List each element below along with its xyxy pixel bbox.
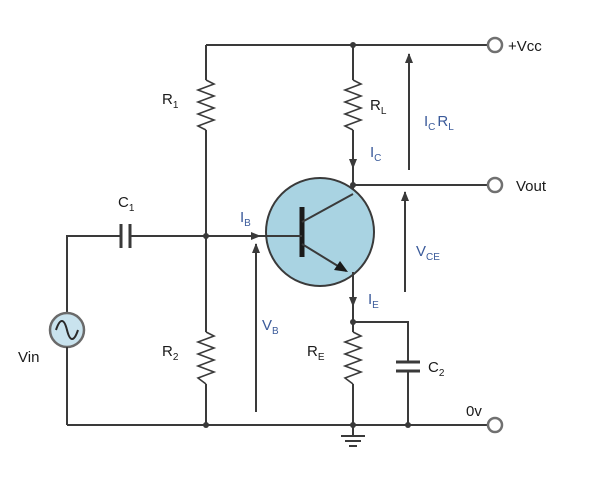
vin-label: Vin: [18, 349, 39, 366]
collector-junction: [350, 182, 356, 188]
re-label: RE: [307, 343, 325, 363]
r2-label: R2: [162, 343, 179, 363]
vce-label: VCE: [416, 243, 440, 263]
ground-junction-r2: [203, 422, 209, 428]
vout-label: Vout: [516, 178, 547, 195]
resistor-r2: [195, 331, 217, 425]
capacitor-c1: [66, 224, 206, 315]
zero-v-terminal[interactable]: [486, 416, 504, 434]
capacitor-c2: [353, 321, 420, 425]
vout-terminal[interactable]: [486, 176, 504, 194]
ac-source-icon: [48, 311, 86, 425]
vcc-terminal[interactable]: [486, 36, 504, 54]
c1-label: C1: [118, 194, 135, 214]
base-junction: [203, 233, 209, 239]
vb-label: VB: [262, 317, 279, 337]
r1-label: R1: [162, 91, 179, 111]
vcc-label: +Vcc: [508, 38, 542, 55]
ib-label: IB: [240, 209, 251, 229]
ground-junction-c2: [405, 422, 411, 428]
c2-label: C2: [428, 359, 445, 379]
zero-v-label: 0v: [466, 403, 482, 420]
rl-label: RL: [370, 97, 387, 117]
resistor-r1: [195, 45, 217, 332]
ie-label: IE: [368, 291, 379, 311]
ic-label: IC: [370, 144, 381, 164]
npn-transistor: [265, 177, 375, 287]
resistor-rl: [342, 45, 364, 194]
ground-icon: [341, 425, 365, 447]
resistor-re: [342, 331, 364, 425]
